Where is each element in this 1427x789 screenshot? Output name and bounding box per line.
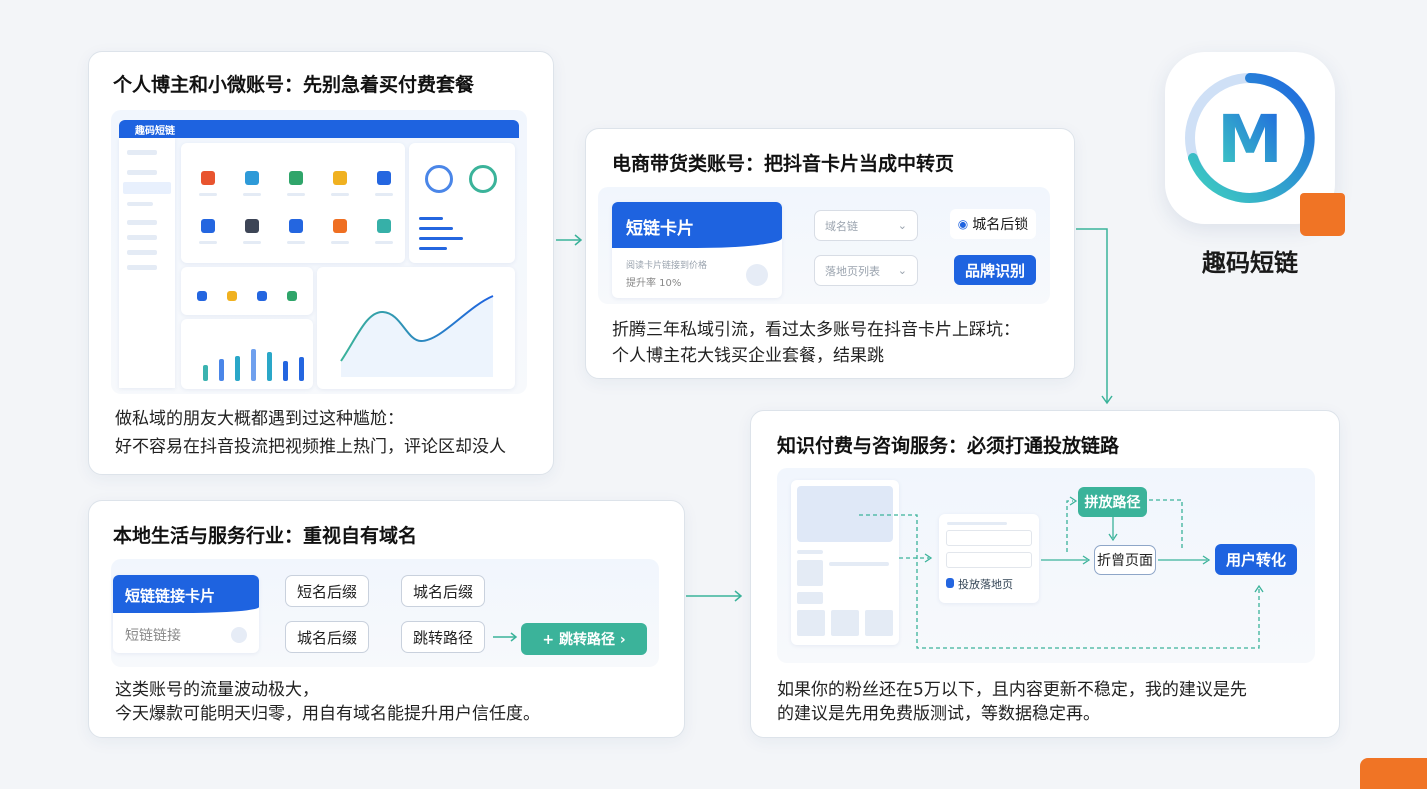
brand-logo: M xyxy=(1165,52,1335,224)
dashboard-sidebar xyxy=(119,138,175,388)
chevron-circle-icon xyxy=(231,627,247,643)
flow-panel: 投放落地页 拼放路径 折曾页面 用户转化 xyxy=(777,468,1315,663)
card-title: 电商带货类账号：把抖音卡片当成中转页 xyxy=(612,153,955,175)
dashboard-app-name: 趣码短链 xyxy=(135,126,175,137)
app-icon xyxy=(245,219,259,233)
app-icon xyxy=(333,171,347,185)
arrow-right-icon xyxy=(686,590,743,602)
short-link-card: 短链卡片 阅读卡片链接到价格 提升率 10% xyxy=(612,202,782,298)
card-text-1: 这类账号的流量波动极大， xyxy=(115,680,319,700)
shortcut-panel xyxy=(181,267,313,315)
brand-name: 趣码短链 xyxy=(1202,249,1298,277)
card-text-2: 个人博主花大钱买企业套餐，结果跳 xyxy=(612,346,884,366)
bar-chart-panel xyxy=(181,319,313,389)
svg-text:M: M xyxy=(1217,101,1283,178)
chevron-down-icon: ⌄ xyxy=(897,219,907,232)
app-icon xyxy=(377,219,391,233)
line-chart-panel xyxy=(317,267,515,389)
redirect-path-pill[interactable]: 跳转路径 xyxy=(401,621,485,653)
app-icon xyxy=(289,219,303,233)
stats-panel xyxy=(409,143,515,263)
suffix-pill[interactable]: 城名后缀 xyxy=(401,575,485,607)
card-local-services: 本地生活与服务行业：重视自有域名 短链链接卡片 短链链接 短名后缀 城名后缀 城… xyxy=(88,500,685,738)
app-grid-panel xyxy=(181,143,405,263)
app-icon xyxy=(333,219,347,233)
card-text-2: 好不容易在抖音投流把视频推上热门，评论区却没人 xyxy=(115,437,506,457)
dashboard-mockup: 趣码短链 xyxy=(111,110,527,394)
domain-select[interactable]: 域名链⌄ xyxy=(814,210,918,241)
card-title: 个人博主和小微账号：先别急着买付费套餐 xyxy=(113,74,475,96)
app-icon xyxy=(289,171,303,185)
suffix-pill[interactable]: 城名后缀 xyxy=(285,621,369,653)
logo-accent xyxy=(1300,193,1345,236)
app-icon xyxy=(201,219,215,233)
card-rate: 提升率 10% xyxy=(626,278,682,289)
card-text-2: 今天爆款可能明天归零，用自有域名能提升用户信任度。 xyxy=(115,704,540,724)
corner-accent xyxy=(1360,758,1427,789)
user-conversion-node[interactable]: 用户转化 xyxy=(1215,544,1297,575)
card-personal-blogger: 个人博主和小微账号：先别急着买付费套餐 趣码短链 xyxy=(88,51,554,475)
card-title: 短链链接卡片 xyxy=(125,587,216,605)
card-subtitle: 阅读卡片链接到价格 xyxy=(626,261,708,271)
card-text-2: 的建议是先用免费版测试，等数据稳定再。 xyxy=(777,704,1100,724)
app-icon xyxy=(201,171,215,185)
logo-ring-icon: M xyxy=(1185,73,1315,203)
card-title: 本地生活与服务行业：重视自有域名 xyxy=(113,525,418,547)
card-preview-panel: 短链链接卡片 短链链接 短名后缀 城名后缀 城名后缀 跳转路径 + 跳转路径 › xyxy=(111,559,659,667)
trend-line xyxy=(340,295,494,377)
link-icon xyxy=(746,264,768,286)
card-knowledge-paid: 知识付费与咨询服务：必须打通投放链路 投放落地页 拼放路径 折曾页面 用户转化 xyxy=(750,410,1340,738)
placement-path-node[interactable]: 拼放路径 xyxy=(1078,487,1147,517)
chevron-down-icon: ⌄ xyxy=(897,264,907,277)
arrow-down-icon xyxy=(1076,228,1113,405)
app-icon xyxy=(245,171,259,185)
card-subtitle: 短链链接 xyxy=(125,628,181,644)
card-text-1: 如果你的粉丝还在5万以下，且内容更新不稳定，我的建议是先 xyxy=(777,680,1247,700)
dashboard-header: 趣码短链 xyxy=(119,120,519,138)
card-text-1: 做私域的朋友大概都遇到过这种尴尬： xyxy=(115,409,404,429)
landing-select[interactable]: 落地页列表⌄ xyxy=(814,255,918,286)
location-icon: ◉ xyxy=(957,217,969,231)
arrow-right-icon xyxy=(493,632,518,642)
suffix-pill[interactable]: 短名后缀 xyxy=(285,575,369,607)
app-icon xyxy=(377,171,391,185)
arrow-right-icon xyxy=(556,234,583,246)
phone-mockup xyxy=(791,480,899,645)
card-preview-panel: 短链卡片 阅读卡片链接到价格 提升率 10% 域名链⌄ 落地页列表⌄ ◉城名后锁… xyxy=(598,187,1050,304)
card-text-1: 折腾三年私域引流，看过太多账号在抖音卡片上踩坑： xyxy=(612,320,1020,340)
landing-page-node[interactable]: 折曾页面 xyxy=(1094,545,1156,575)
short-link-card: 短链链接卡片 短链链接 xyxy=(113,575,259,653)
card-ecommerce: 电商带货类账号：把抖音卡片当成中转页 短链卡片 阅读卡片链接到价格 提升率 10… xyxy=(585,128,1075,379)
brand-recognition-button[interactable]: 品牌识别 xyxy=(954,255,1036,285)
form-card: 投放落地页 xyxy=(939,514,1039,603)
domain-lock-option[interactable]: ◉城名后锁 xyxy=(950,209,1036,239)
flow-connectors xyxy=(859,496,1264,649)
form-label: 投放落地页 xyxy=(958,578,1013,591)
add-redirect-path-button[interactable]: + 跳转路径 › xyxy=(521,623,647,655)
card-title: 短链卡片 xyxy=(626,219,694,239)
card-title: 知识付费与咨询服务：必须打通投放链路 xyxy=(777,435,1120,457)
